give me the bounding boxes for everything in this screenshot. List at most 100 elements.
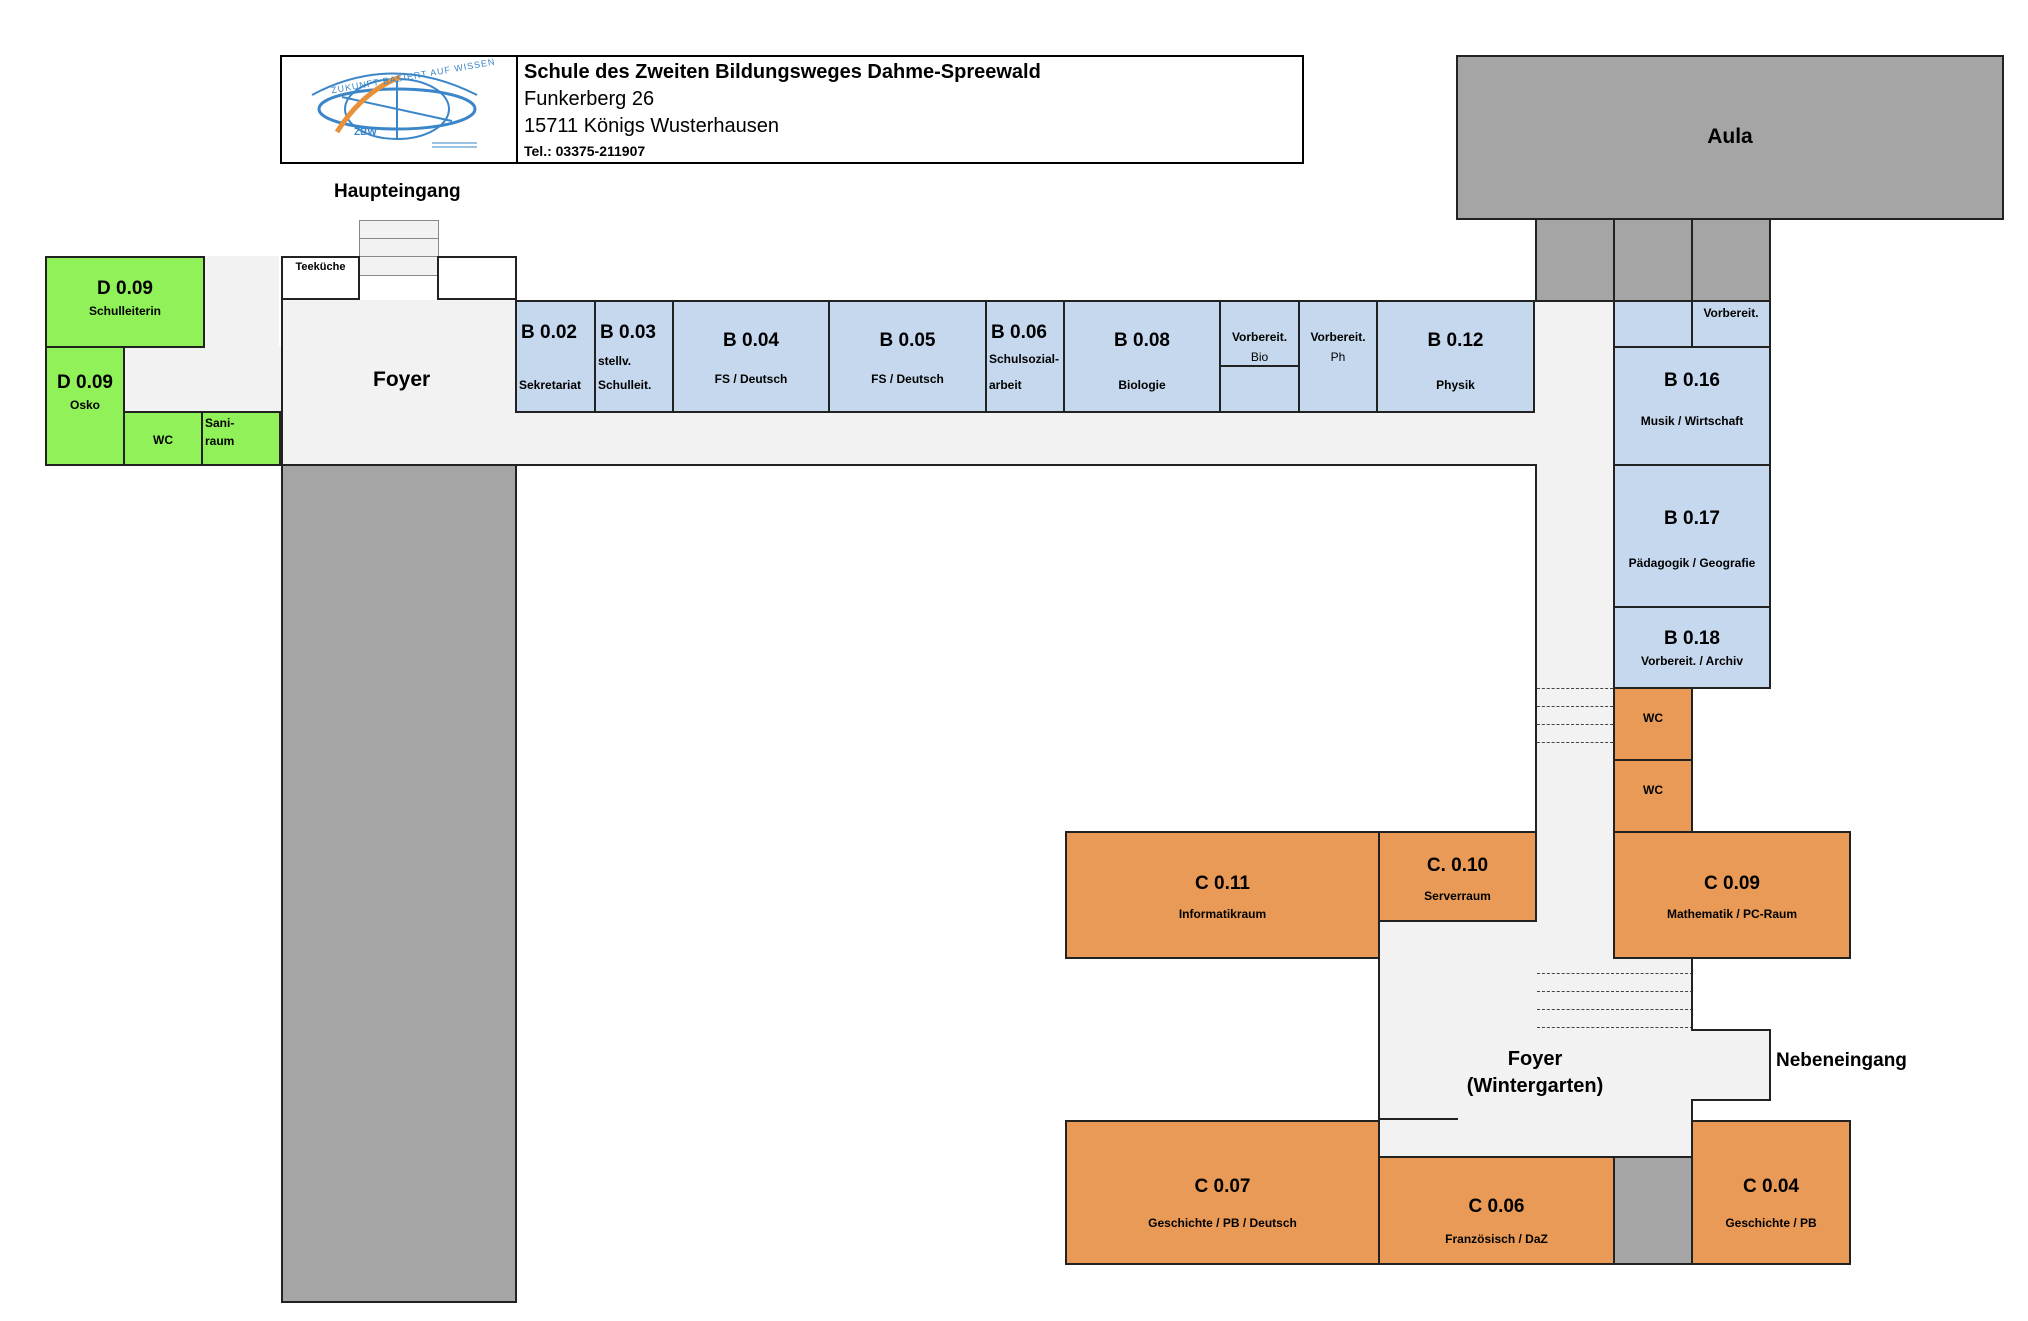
wall: [1691, 1099, 1771, 1101]
corridor-west-link: [125, 346, 281, 413]
room-wc-d[interactable]: WC: [123, 411, 203, 466]
room-d009-osko[interactable]: D 0.09 Osko: [45, 346, 125, 466]
room-use: arbeit: [989, 378, 1022, 392]
wall: [1535, 464, 1537, 833]
stair-step: [359, 238, 439, 239]
room-wc-c1[interactable]: WC: [1613, 687, 1693, 761]
room-b018[interactable]: B 0.18 Vorbereit. / Archiv: [1613, 606, 1771, 689]
room-use: Pädagogik / Geografie: [1628, 556, 1756, 570]
room-number: Aula: [1707, 125, 1753, 148]
room-use: Geschichte / PB: [1725, 1216, 1817, 1230]
room-use: Schulleit.: [598, 378, 652, 392]
wall: [515, 256, 517, 302]
room-number: B 0.18: [1664, 628, 1720, 649]
label-haupteingang: Haupteingang: [334, 181, 461, 202]
wall: [1691, 1029, 1771, 1031]
room-use: WC: [1643, 783, 1663, 797]
room-b016[interactable]: B 0.16 Musik / Wirtschaft: [1613, 346, 1771, 466]
room-b008[interactable]: B 0.08 Biologie: [1063, 300, 1221, 413]
room-number: D 0.09: [57, 372, 113, 393]
room-use: Vorbereit.: [1231, 330, 1288, 344]
wall: [1691, 959, 1693, 1031]
stair-step: [1537, 742, 1613, 743]
room-use: Biologie: [1118, 378, 1166, 392]
foyer-wg-line2: (Wintergarten): [1466, 1075, 1604, 1097]
room-aula[interactable]: Aula: [1456, 55, 2004, 220]
stair-step: [1537, 1027, 1693, 1028]
wall: [1769, 1029, 1771, 1101]
stair-step: [1537, 688, 1613, 689]
room-number: B 0.08: [1114, 330, 1170, 351]
room-number: B 0.17: [1664, 508, 1720, 529]
room-use: WC: [153, 433, 173, 447]
room-number: C 0.06: [1468, 1196, 1525, 1217]
room-use: Vorbereit.: [1703, 306, 1759, 320]
stair-step: [359, 256, 439, 257]
room-use: Geschichte / PB / Deutsch: [1148, 1216, 1297, 1230]
room-number: B 0.03: [600, 322, 656, 343]
block-south-grey: [1613, 1156, 1693, 1265]
wall: [1378, 957, 1380, 1120]
school-name: Schule des Zweiten Bildungsweges Dahme-S…: [524, 61, 1041, 83]
stair-step: [1537, 706, 1613, 707]
room-use: WC: [1643, 711, 1663, 725]
room-vorbereitung-ph[interactable]: Vorbereit. Ph: [1298, 300, 1378, 413]
room-number: B 0.06: [991, 322, 1047, 343]
wall: [437, 256, 439, 300]
aula-annex-2: [1613, 218, 1693, 302]
room-b005[interactable]: B 0.05 FS / Deutsch: [828, 300, 987, 413]
room-b006[interactable]: B 0.06 Schulsozial- arbeit: [985, 300, 1065, 413]
room-vorbereitung-bio[interactable]: Vorbereit. Bio: [1219, 300, 1300, 367]
room-number: D 0.09: [97, 278, 153, 299]
stair-step: [1537, 1009, 1693, 1010]
room-use: stellv.: [598, 354, 632, 368]
room-b004[interactable]: B 0.04 FS / Deutsch: [672, 300, 830, 413]
room-use: FS / Deutsch: [714, 372, 788, 386]
room-use: FS / Deutsch: [871, 372, 944, 386]
room-b017[interactable]: B 0.17 Pädagogik / Geografie: [1613, 464, 1771, 608]
room-number: B 0.04: [723, 330, 779, 351]
room-c009[interactable]: C 0.09 Mathematik / PC-Raum: [1613, 831, 1851, 959]
foyer-main: [281, 300, 517, 466]
room-number: B 0.16: [1664, 370, 1720, 391]
room-use: Mathematik / PC-Raum: [1666, 907, 1798, 921]
room-b002[interactable]: B 0.02 Sekretariat: [515, 300, 596, 413]
wall: [437, 256, 517, 258]
room-c004[interactable]: C 0.04 Geschichte / PB: [1691, 1120, 1851, 1265]
room-saniraum[interactable]: Sani- raum: [201, 411, 281, 466]
room-use: Serverraum: [1424, 889, 1491, 903]
room-teekueche[interactable]: Teeküche: [281, 256, 360, 300]
room-use: Musik / Wirtschaft: [1640, 414, 1744, 428]
room-number: C 0.04: [1743, 1176, 1799, 1197]
main-entrance-stairs: [359, 220, 439, 276]
room-c011[interactable]: C 0.11 Informatikraum: [1065, 831, 1380, 959]
room-b012[interactable]: B 0.12 Physik: [1376, 300, 1535, 413]
room-number: B 0.02: [521, 322, 577, 343]
school-city: 15711 Königs Wusterhausen: [524, 115, 779, 137]
logo-abbrev: ZBW: [354, 127, 377, 138]
room-b003[interactable]: B 0.03 stellv. Schulleit.: [594, 300, 674, 413]
room-use: Französisch / DaZ: [1445, 1232, 1548, 1246]
room-c006[interactable]: C 0.06 Französisch / DaZ: [1378, 1156, 1615, 1265]
room-use: Informatikraum: [1178, 907, 1267, 921]
room-number: C. 0.10: [1426, 855, 1489, 876]
room-number: C 0.09: [1704, 873, 1760, 894]
room-vorbereitung-b[interactable]: Vorbereit.: [1691, 300, 1771, 348]
room-wc-c2[interactable]: WC: [1613, 759, 1693, 833]
school-street: Funkerberg 26: [524, 88, 655, 110]
stair-step: [1537, 973, 1693, 974]
room-vorbereitung-bio-lower[interactable]: [1219, 365, 1300, 413]
school-header: ZUKUNFT BASIERT AUF WISSEN ZBW Schule de…: [280, 55, 1304, 164]
stair-step: [1537, 724, 1613, 725]
room-c010[interactable]: C. 0.10 Serverraum: [1378, 831, 1537, 922]
room-use: Sekretariat: [519, 378, 582, 392]
school-address: Schule des Zweiten Bildungsweges Dahme-S…: [524, 59, 1298, 160]
room-use: Physik: [1436, 378, 1475, 392]
zbw-logo-icon: [311, 72, 478, 148]
stair-step: [1537, 991, 1693, 992]
school-logo: ZUKUNFT BASIERT AUF WISSEN ZBW: [282, 57, 518, 162]
room-d009-schulleiterin[interactable]: D 0.09 Schulleiterin: [45, 256, 205, 348]
room-use: Sani-: [205, 416, 235, 430]
room-c007[interactable]: C 0.07 Geschichte / PB / Deutsch: [1065, 1120, 1380, 1265]
